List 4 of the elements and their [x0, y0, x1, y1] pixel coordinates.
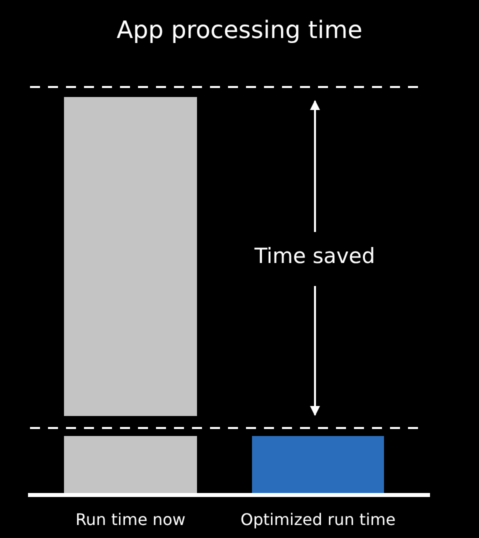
- annotation-label: Time saved: [254, 244, 376, 268]
- bar-label: Optimized run time: [240, 510, 396, 529]
- bar-label: Run time now: [76, 510, 186, 529]
- chart-title: App processing time: [116, 16, 362, 44]
